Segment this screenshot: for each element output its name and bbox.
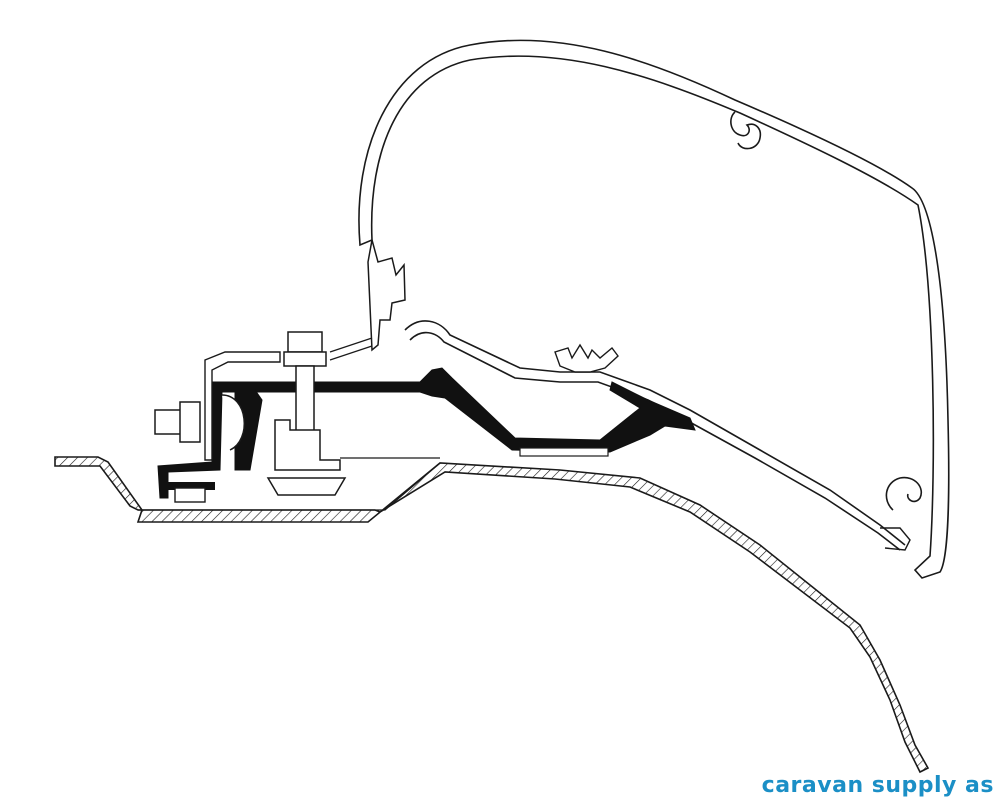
lower-snap-clip bbox=[880, 476, 922, 551]
side-clamp bbox=[154, 351, 281, 503]
upper-snap-clip bbox=[730, 111, 762, 150]
bolt-assembly bbox=[266, 331, 347, 496]
vehicle-roof-wall bbox=[54, 456, 930, 774]
awning-cassette-housing bbox=[358, 39, 950, 579]
rail-clip bbox=[554, 343, 619, 373]
connector-lines bbox=[329, 337, 609, 459]
watermark-logo-text: caravan supply as bbox=[761, 773, 994, 798]
